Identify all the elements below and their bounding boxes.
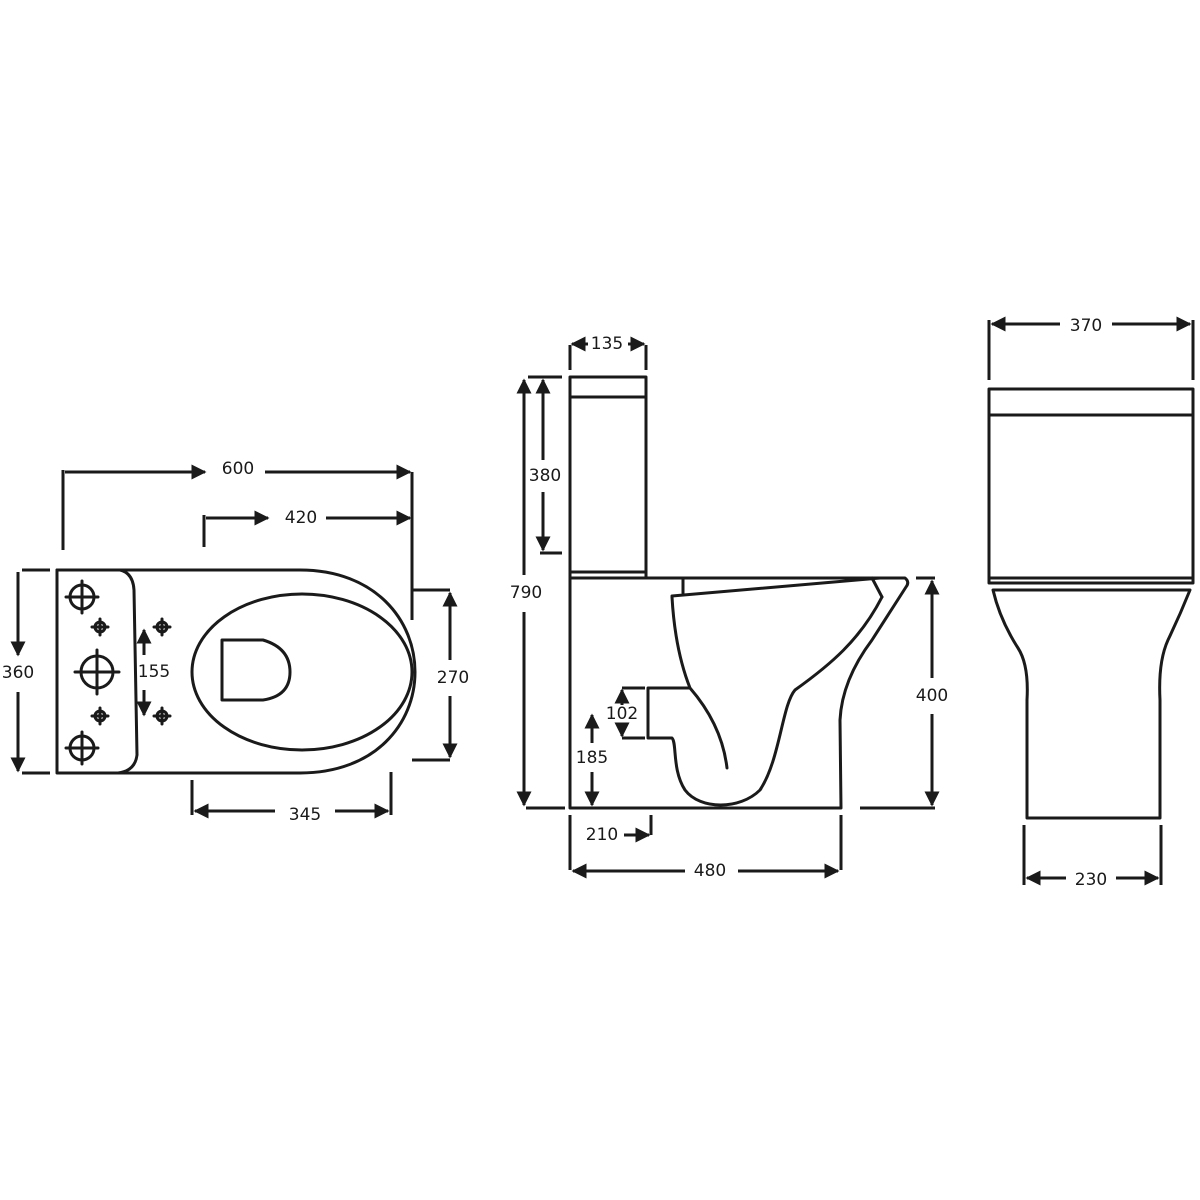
top-view: 600 420 360 155 270 345 [2,459,469,825]
dim-seat-width: 270 [437,668,469,688]
fixing-hole-icon [90,706,110,726]
bowl-opening [220,638,292,702]
dim-outlet-height: 185 [576,748,608,768]
pan-outline [55,568,417,775]
fixing-hole-icon [73,648,121,696]
dim-overall-height: 790 [510,583,542,603]
fixing-holes [64,579,172,766]
dim-pan-length: 420 [285,508,317,528]
dim-base-width: 230 [1075,870,1107,890]
dim-cistern-height: 380 [529,466,561,486]
dim-outlet-setback: 210 [586,825,618,845]
bowl-trap [646,595,884,807]
fixing-hole-icon [152,706,172,726]
dim-overall-projection: 480 [694,861,726,881]
side-view: 135 380 790 400 102 185 210 480 [510,334,948,881]
dim-cistern-depth: 135 [591,334,623,354]
pan-side-outline [568,576,910,810]
cistern-front [987,387,1195,585]
seat-ellipse [190,592,414,752]
fixing-hole-icon [64,579,100,615]
dim-width: 360 [2,663,34,683]
cistern-side [568,375,648,574]
fixing-hole-icon [90,617,110,637]
dim-fixing-spacing: 155 [138,662,170,682]
cistern-outline [55,568,139,775]
dim-outlet-diameter: 102 [606,704,638,724]
dim-seat-length: 345 [289,805,321,825]
fixing-hole-icon [64,730,100,766]
dim-pan-height: 400 [916,686,948,706]
fixing-hole-icon [152,617,172,637]
front-view: 370 230 [987,316,1195,890]
pedestal-front [991,588,1192,820]
dim-overall-length: 600 [222,459,254,479]
dim-cistern-width: 370 [1070,316,1102,336]
